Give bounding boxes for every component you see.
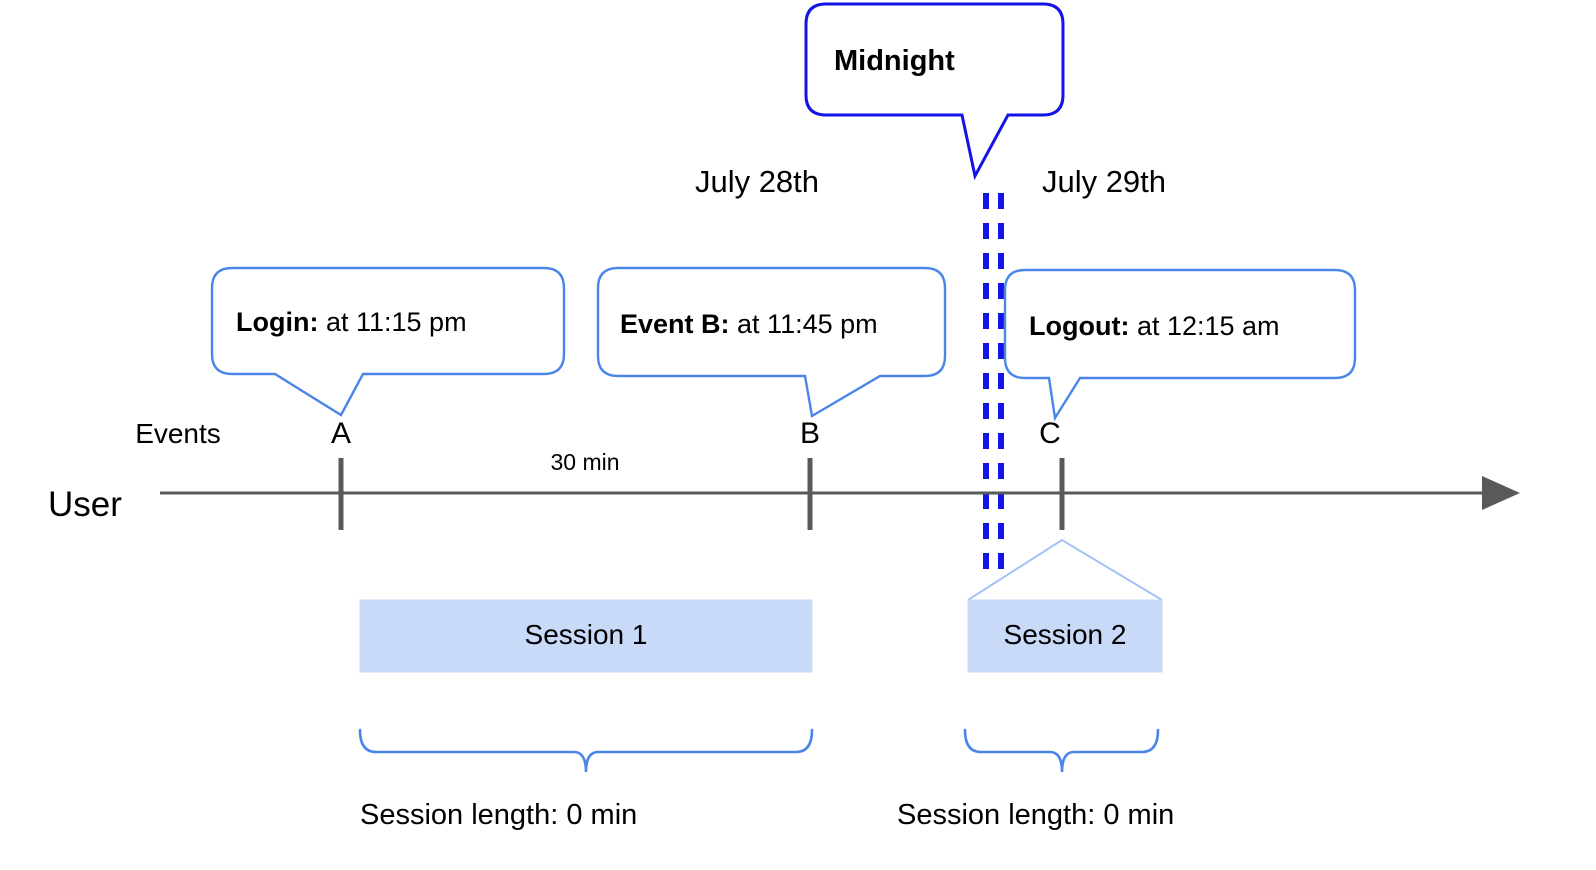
callout-event-b[interactable]: Event B: at 11:45 pm	[596, 266, 947, 418]
date-label-right: July 29th	[1042, 164, 1166, 199]
callout-logout-shape	[1003, 268, 1357, 422]
session-2-length-label: Session length: 0 min	[897, 799, 1174, 831]
callout-event-b-detail: at 11:45 pm	[730, 309, 878, 339]
event-marker-label-c: C	[1039, 417, 1061, 450]
session-2-brace	[963, 728, 1160, 773]
midnight-callout-label: Midnight	[834, 45, 955, 77]
callout-login[interactable]: Login: at 11:15 pm	[210, 266, 566, 417]
session-1-brace	[358, 728, 814, 773]
session-2-connector	[967, 538, 1163, 601]
callout-event-b-shape	[596, 266, 947, 418]
callout-logout-label: Logout: at 12:15 am	[1029, 311, 1280, 341]
session-1-label: Session 1	[525, 619, 648, 650]
session-2-group[interactable]: Session 2	[967, 538, 1163, 673]
midnight-callout-shape	[804, 2, 1065, 181]
lane-label-events: Events	[135, 418, 221, 449]
session-1-length-label: Session length: 0 min	[360, 799, 637, 831]
callout-logout[interactable]: Logout: at 12:15 am	[1003, 268, 1357, 422]
event-marker-label-b: B	[800, 417, 820, 450]
callout-logout-detail: at 12:15 am	[1129, 311, 1279, 341]
callout-event-b-label: Event B: at 11:45 pm	[620, 309, 878, 339]
session-1-group[interactable]: Session 1	[359, 599, 813, 673]
session-2-bar	[967, 599, 1163, 673]
timeline-axis	[160, 476, 1520, 510]
callout-login-shape	[210, 266, 566, 417]
callout-logout-lead: Logout:	[1029, 311, 1129, 341]
gap-duration-label: 30 min	[550, 449, 619, 475]
session-1-bar	[359, 599, 813, 673]
midnight-boundary-lines	[983, 193, 1004, 582]
date-label-left: July 28th	[695, 164, 819, 199]
midnight-callout[interactable]: Midnight	[804, 2, 1065, 181]
timeline-arrow-icon	[1482, 476, 1520, 510]
event-markers: A B C	[331, 417, 1065, 530]
session-2-label: Session 2	[1004, 619, 1127, 650]
event-marker-label-a: A	[331, 417, 351, 450]
callout-login-label: Login: at 11:15 pm	[236, 307, 467, 337]
callout-login-lead: Login:	[236, 307, 318, 337]
lane-label-user: User	[48, 485, 122, 524]
callout-event-b-lead: Event B:	[620, 309, 730, 339]
callout-login-detail: at 11:15 pm	[318, 307, 466, 337]
